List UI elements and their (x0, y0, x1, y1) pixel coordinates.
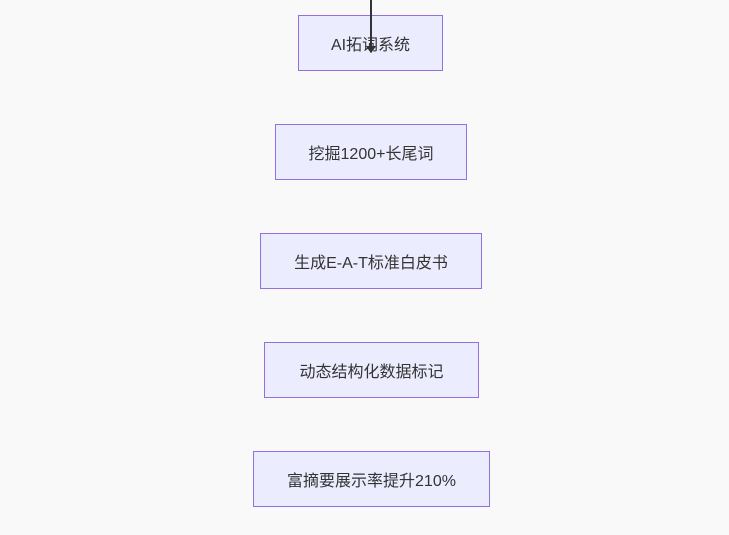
flow-node-generate-eat-whitepaper: 生成E-A-T标准白皮书 (260, 233, 482, 289)
flow-node-label: 挖掘1200+长尾词 (308, 146, 434, 163)
arrow-line (370, 0, 372, 46)
flow-node-dynamic-structured-data: 动态结构化数据标记 (264, 342, 479, 398)
flow-node-mine-longtail-words: 挖掘1200+长尾词 (275, 124, 467, 180)
arrow-head-icon (366, 46, 376, 53)
flow-arrow-4 (366, 0, 376, 53)
flow-node-rich-snippet-rate: 富摘要展示率提升210% (253, 451, 490, 507)
flow-node-label: 生成E-A-T标准白皮书 (294, 255, 448, 272)
flow-node-label: 动态结构化数据标记 (299, 364, 444, 381)
flow-node-label: 富摘要展示率提升210% (287, 473, 456, 490)
